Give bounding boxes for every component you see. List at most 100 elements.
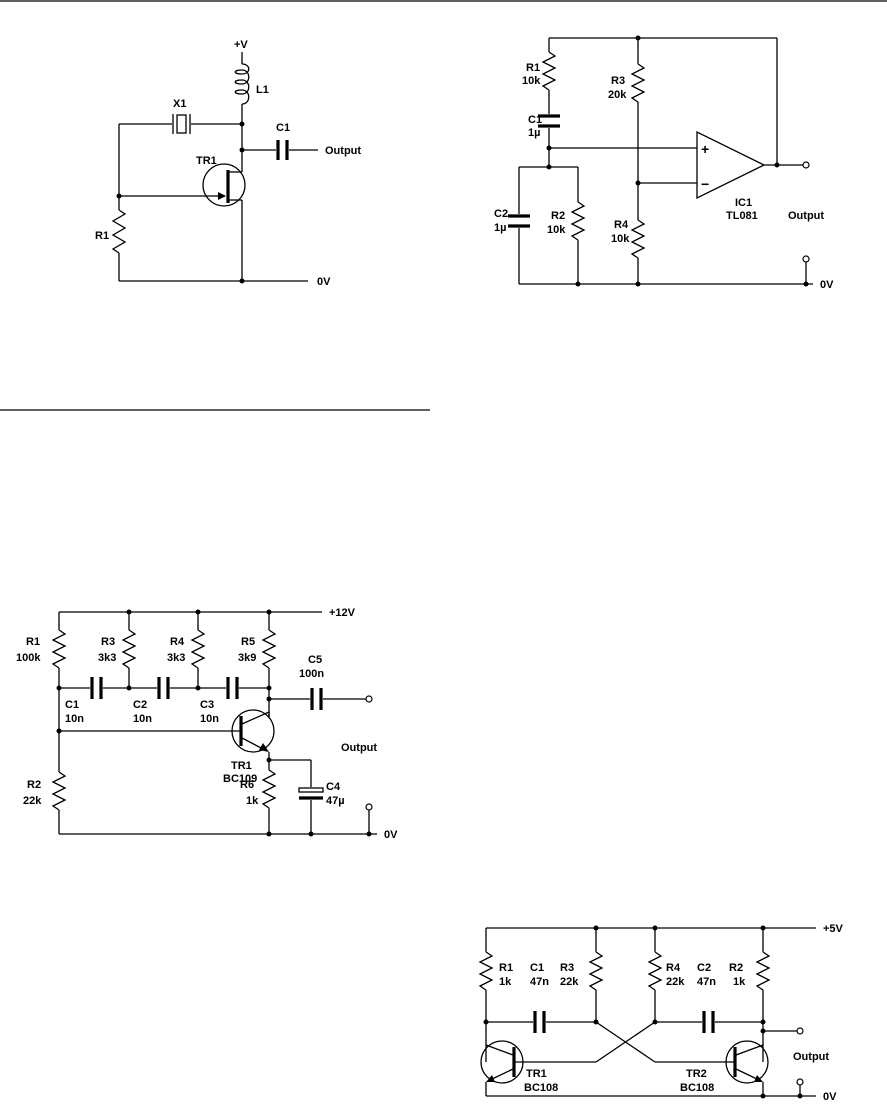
- inductor-l1: [234, 63, 250, 105]
- svg-text:BC108: BC108: [524, 1082, 558, 1094]
- svg-text:10k: 10k: [522, 75, 541, 87]
- supply-label: +5V: [823, 923, 844, 935]
- svg-text:R4: R4: [170, 636, 185, 648]
- ground-label: 0V: [317, 276, 331, 288]
- resistor-r1: [51, 629, 67, 669]
- svg-text:3k3: 3k3: [167, 652, 185, 664]
- resistor-r2: [755, 951, 771, 991]
- output-label: Output: [341, 742, 377, 754]
- svg-text:L1: L1: [256, 84, 269, 96]
- svg-text:BC108: BC108: [680, 1082, 714, 1094]
- svg-text:1k: 1k: [246, 795, 259, 807]
- transistor-tr1: [231, 709, 275, 753]
- svg-text:C2: C2: [494, 208, 508, 220]
- svg-text:47n: 47n: [530, 976, 549, 988]
- resistor-r6: [261, 769, 277, 809]
- svg-text:R3: R3: [611, 75, 625, 87]
- svg-text:C2: C2: [697, 962, 711, 974]
- svg-text:IC1: IC1: [735, 197, 752, 209]
- transistor-tr1: [202, 163, 246, 207]
- capacitor-c4: [298, 787, 324, 793]
- svg-text:R4: R4: [666, 962, 681, 974]
- resistor-r3: [630, 63, 646, 103]
- svg-text:10n: 10n: [65, 713, 84, 725]
- svg-text:BC109: BC109: [223, 773, 257, 785]
- svg-text:R3: R3: [560, 962, 574, 974]
- svg-text:C4: C4: [326, 781, 341, 793]
- resistor-r3: [121, 629, 137, 669]
- crystal-x1: [176, 114, 187, 134]
- svg-text:C1: C1: [530, 962, 544, 974]
- resistor-r4: [630, 219, 646, 259]
- resistor-r5: [261, 629, 277, 669]
- svg-text:3k3: 3k3: [98, 652, 116, 664]
- svg-text:R1: R1: [499, 962, 513, 974]
- svg-text:1µ: 1µ: [528, 127, 540, 139]
- ground-label: 0V: [820, 279, 834, 291]
- svg-text:X1: X1: [173, 98, 186, 110]
- svg-text:R2: R2: [551, 210, 565, 222]
- output-label: Output: [788, 210, 824, 222]
- svg-text:1µ: 1µ: [494, 222, 506, 234]
- svg-text:C2: C2: [133, 699, 147, 711]
- transistor-tr1: [480, 1040, 524, 1084]
- svg-text:C3: C3: [200, 699, 214, 711]
- svg-text:22k: 22k: [560, 976, 579, 988]
- ground-label: 0V: [823, 1091, 837, 1103]
- output-label: Output: [793, 1051, 829, 1063]
- svg-text:R4: R4: [614, 219, 629, 231]
- resistor-r1: [111, 209, 127, 254]
- svg-text:47µ: 47µ: [326, 795, 345, 807]
- svg-text:3k9: 3k9: [238, 652, 256, 664]
- svg-text:10n: 10n: [200, 713, 219, 725]
- svg-text:20k: 20k: [608, 89, 627, 101]
- svg-text:+: +: [701, 141, 709, 157]
- crystal-oscillator-circuit: +V L1 X1 C1 Output TR1: [95, 39, 361, 288]
- svg-text:10k: 10k: [547, 224, 566, 236]
- svg-text:C5: C5: [308, 654, 322, 666]
- svg-text:TR1: TR1: [231, 760, 252, 772]
- svg-text:TR2: TR2: [686, 1068, 707, 1080]
- resistor-r1: [478, 951, 494, 991]
- svg-text:R1: R1: [95, 230, 109, 242]
- svg-text:TR1: TR1: [526, 1068, 547, 1080]
- svg-text:R3: R3: [101, 636, 115, 648]
- svg-text:1k: 1k: [733, 976, 746, 988]
- svg-text:10k: 10k: [611, 233, 630, 245]
- svg-text:TL081: TL081: [726, 210, 758, 222]
- svg-text:R2: R2: [27, 779, 41, 791]
- svg-text:100k: 100k: [16, 652, 41, 664]
- svg-text:−: −: [701, 176, 709, 192]
- svg-text:10n: 10n: [133, 713, 152, 725]
- resistor-r2: [570, 201, 586, 241]
- svg-text:100n: 100n: [299, 668, 324, 680]
- supply-label: +12V: [329, 607, 356, 619]
- svg-text:47n: 47n: [697, 976, 716, 988]
- wien-bridge-circuit: R1 10k C1 1µ C2 1µ R2 10k R3 20k R4: [494, 35, 834, 291]
- svg-text:22k: 22k: [666, 976, 685, 988]
- svg-text:TR1: TR1: [196, 155, 217, 167]
- transistor-tr2: [725, 1040, 769, 1084]
- resistor-r4: [190, 629, 206, 669]
- svg-text:1k: 1k: [499, 976, 512, 988]
- opamp-ic1: [696, 130, 766, 200]
- svg-text:R5: R5: [241, 636, 255, 648]
- svg-text:R2: R2: [729, 962, 743, 974]
- resistor-r2: [51, 771, 67, 811]
- resistor-r3: [588, 951, 604, 991]
- phase-shift-circuit: +12V R1 100k R3 3k3 R4 3k3 R5 3k9: [16, 607, 398, 841]
- svg-text:C1: C1: [528, 114, 542, 126]
- ground-label: 0V: [384, 829, 398, 841]
- resistor-r4: [647, 951, 663, 991]
- supply-label: +V: [234, 39, 248, 51]
- svg-text:R1: R1: [526, 62, 540, 74]
- output-label: Output: [325, 145, 361, 157]
- svg-text:R1: R1: [26, 636, 40, 648]
- svg-text:C1: C1: [65, 699, 79, 711]
- svg-text:C1: C1: [276, 122, 290, 134]
- svg-text:R6: R6: [240, 779, 254, 791]
- svg-text:22k: 22k: [23, 795, 42, 807]
- resistor-r1: [541, 51, 557, 91]
- astable-multivibrator-circuit: +5V R1 1k R3 22k R4 22k R2 1k C1: [478, 923, 844, 1103]
